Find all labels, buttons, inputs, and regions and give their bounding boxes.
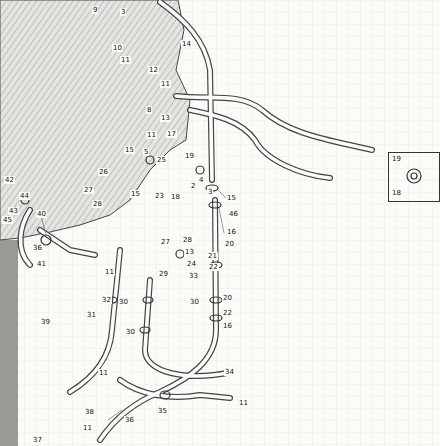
hose-inner xyxy=(120,380,230,398)
callout-number: 30 xyxy=(125,328,136,336)
hose-inner xyxy=(21,210,30,265)
callout-number: 13 xyxy=(160,114,171,122)
callout-number: 28 xyxy=(92,200,103,208)
callout-number: 27 xyxy=(160,238,171,246)
hose-outline xyxy=(40,230,95,255)
callout-number: 36 xyxy=(124,416,135,424)
callout-number: 11 xyxy=(104,268,115,276)
callout-number: 44 xyxy=(19,192,30,200)
hose-outline xyxy=(160,2,212,180)
hose-inner xyxy=(40,230,95,255)
callout-number: 43 xyxy=(8,207,19,215)
callout-number: 31 xyxy=(86,311,97,319)
callout-number: 2 xyxy=(190,182,196,190)
callout-number: 39 xyxy=(40,318,51,326)
hose-outline xyxy=(145,280,232,376)
leader-lines xyxy=(40,190,226,420)
callout-number: 15 xyxy=(226,194,237,202)
callout-number: 5 xyxy=(143,148,149,156)
hose-outline xyxy=(70,250,120,392)
hose-inner xyxy=(70,250,120,392)
hose-outline xyxy=(100,200,216,440)
callout-number: 40 xyxy=(36,210,47,218)
callout-number: 35 xyxy=(157,407,168,415)
inset-box: 1918 xyxy=(388,152,440,202)
callout-number: 27 xyxy=(83,186,94,194)
callout-number: 3 xyxy=(120,8,126,16)
hose-set xyxy=(21,2,372,440)
hose-outline xyxy=(176,96,372,150)
clamps xyxy=(21,156,421,399)
callout-number: 46 xyxy=(228,210,239,218)
callout-number: 20 xyxy=(222,294,233,302)
hose-inner xyxy=(145,280,232,376)
hose-inner xyxy=(160,2,212,180)
callout-number: 4 xyxy=(198,176,204,184)
callout-number: 41 xyxy=(36,260,47,268)
hose-inner xyxy=(190,110,330,178)
callout-number: 3 xyxy=(207,188,213,196)
callout-number: 13 xyxy=(184,248,195,256)
hose-inner xyxy=(100,200,216,440)
callout-number: 24 xyxy=(186,260,197,268)
engine-block xyxy=(0,0,190,240)
callout-number: 19 xyxy=(391,155,402,163)
callout-number: 14 xyxy=(181,40,192,48)
callout-number: 34 xyxy=(224,368,235,376)
engine-hatching xyxy=(0,0,190,240)
callout-number: 11 xyxy=(160,80,171,88)
callout-number: 26 xyxy=(98,168,109,176)
callout-number: 25 xyxy=(156,156,167,164)
callout-number: 18 xyxy=(170,193,181,201)
callout-number: 15 xyxy=(124,146,135,154)
callout-number: 22 xyxy=(208,263,219,271)
callout-number: 32 xyxy=(101,296,112,304)
callout-number: 38 xyxy=(84,408,95,416)
callout-number: 16 xyxy=(222,322,233,330)
callout-number: 11 xyxy=(82,424,93,432)
callout-number: 11 xyxy=(120,56,131,64)
callout-number: 29 xyxy=(158,270,169,278)
callout-number: 11 xyxy=(98,369,109,377)
callout-number: 20 xyxy=(224,240,235,248)
callout-number: 23 xyxy=(154,192,165,200)
callout-number: 10 xyxy=(112,44,123,52)
hose-inner xyxy=(176,96,372,150)
callout-number: 18 xyxy=(391,189,402,197)
callout-number: 11 xyxy=(238,399,249,407)
callout-number: 45 xyxy=(2,216,13,224)
callout-number: 8 xyxy=(146,106,152,114)
edge-shadow xyxy=(0,240,18,446)
callout-number: 17 xyxy=(166,130,177,138)
callout-number: 36 xyxy=(32,244,43,252)
callout-number: 30 xyxy=(189,298,200,306)
callout-number: 15 xyxy=(130,190,141,198)
hose-outline xyxy=(21,210,30,265)
callout-number: 33 xyxy=(188,272,199,280)
callout-number: 42 xyxy=(4,176,15,184)
callout-number: 9 xyxy=(92,6,98,14)
callout-number: 16 xyxy=(226,228,237,236)
callout-number: 37 xyxy=(32,436,43,444)
callout-number: 11 xyxy=(146,131,157,139)
callout-number: 28 xyxy=(182,236,193,244)
callout-number: 22 xyxy=(222,309,233,317)
callout-number: 19 xyxy=(184,152,195,160)
callout-number: 30 xyxy=(118,298,129,306)
callout-number: 21 xyxy=(207,252,218,260)
callout-number: 12 xyxy=(148,66,159,74)
